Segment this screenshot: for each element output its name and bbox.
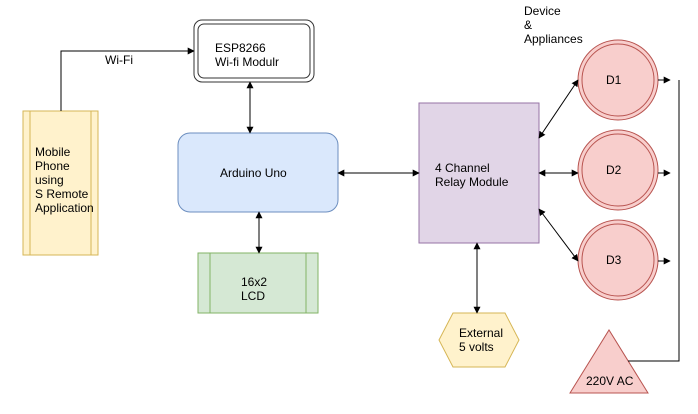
external-5v-node[interactable] (438, 312, 520, 368)
device-d2-label: D2 (606, 163, 622, 177)
relay-d1-connector (538, 79, 579, 139)
esp-label: ESP8266 Wi-fi Modulr (215, 41, 280, 69)
device-d1-node[interactable] (577, 39, 659, 121)
external-label: External 5 volts (459, 326, 504, 354)
device-d3-node[interactable] (577, 219, 659, 301)
device-d2-node[interactable] (577, 129, 659, 211)
ac-label: 220V AC (586, 374, 634, 388)
relay-label: 4 Channel Relay Module (435, 161, 509, 189)
relay-d3-connector (538, 208, 579, 262)
lcd-label: 16x2 LCD (241, 275, 268, 303)
phone-label: Mobile Phone using S Remote Application (35, 145, 94, 215)
device-d3-label: D3 (606, 253, 622, 267)
mobile-phone-node[interactable] (22, 110, 99, 256)
wifi-label: Wi-Fi (105, 53, 133, 67)
ac-bus-line (628, 80, 680, 362)
esp8266-node[interactable] (193, 19, 315, 83)
device-d1-label: D1 (606, 73, 622, 87)
relay-module-node[interactable] (418, 102, 540, 244)
phone-to-esp-connector (60, 47, 195, 111)
devices-header: Device & Appliances (524, 4, 583, 46)
arduino-label: Arduino Uno (220, 166, 287, 180)
lcd-node[interactable] (197, 252, 319, 314)
